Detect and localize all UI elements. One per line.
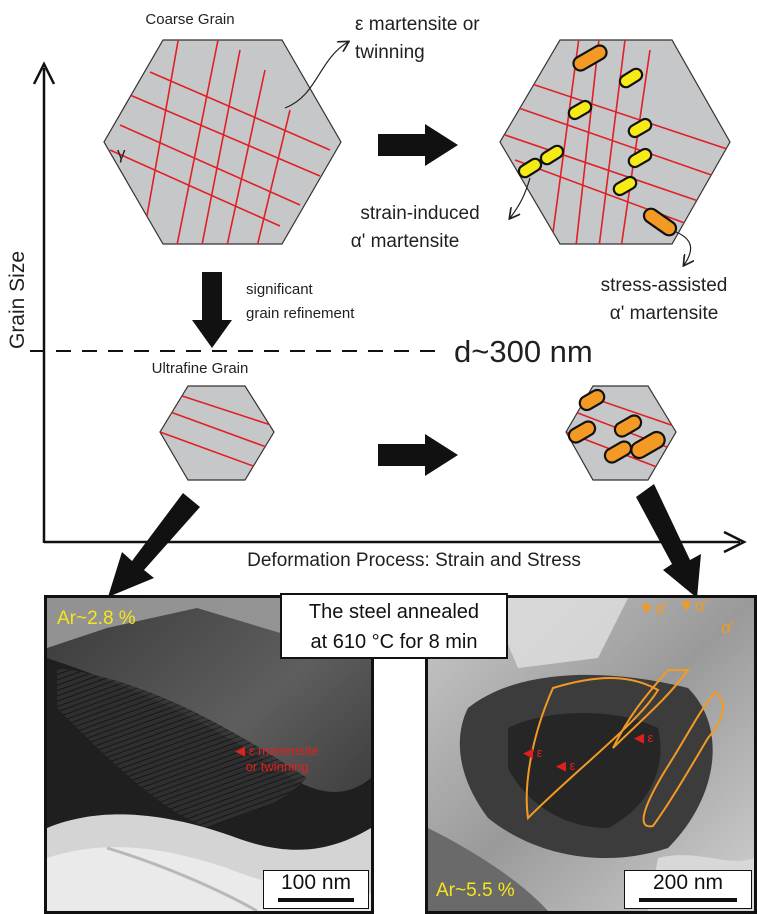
eps-martensite-label-1: ε martensite or [355,14,480,35]
scale-bar-right-line [639,898,737,902]
ar-label-left: Ar~2.8 % [57,608,136,629]
coarse-grain-label: Coarse Grain [145,11,234,28]
scale-bar-right-label: 200 nm [652,871,724,894]
threshold-label: d~300 nm [454,334,593,369]
eps-marker-2: ◀ ε [523,745,543,760]
stress-assisted-pointer [675,231,691,265]
eps-martensite-pointer [284,42,348,109]
strain-induced-label-1: strain-induced [360,203,479,224]
eps-martensite-note: ◀ ε martensite or twinning [212,743,342,774]
tem-image-right: ▼α' ▼α' α' ◀ ε ◀ ε ◀ ε Ar~5.5 % 200 nm [425,595,757,914]
coarse-grain-deformed: strain-induced α' martensite stress-assi… [351,39,731,324]
eps-martensite-label-2: twinning [355,42,425,63]
coarse-grain-twin-lines [109,40,331,244]
annealing-note-line1: The steel annealed [308,601,480,623]
scale-bar-left: 100 nm [263,870,369,909]
eps-martensite-note-2: or twinning [245,759,309,774]
eps-martensite-marker: ◀ [235,743,249,758]
eps-martensite-note-1: ε martensite [248,743,319,758]
stress-assisted-martensite-plates [572,44,678,237]
transition-arrow-bottom [378,434,458,476]
coarse-grain: Coarse Grain γ ε martensite or twinning [103,11,480,245]
y-axis-arrowhead [32,61,56,85]
pointer-arrow-left [108,493,200,597]
stress-assisted-label-1: stress-assisted [601,275,728,296]
strain-induced-martensite-plates [517,67,653,197]
y-axis-label: Grain Size [6,251,29,349]
strain-induced-label-2: α' martensite [351,231,460,252]
ultrafine-grain-deformed [565,385,677,481]
scale-bar-right: 200 nm [624,870,752,909]
ar-label-right: Ar~5.5 % [436,880,515,901]
strain-induced-pointer [510,177,531,218]
transition-arrow-top [378,124,458,166]
ultrafine-grain-label: Ultrafine Grain [152,360,249,377]
grain-refinement-arrow [192,272,232,348]
alpha-label-2: ▼α' [678,596,708,615]
gamma-label: γ [117,144,126,163]
eps-marker-1: ◀ ε [634,730,654,745]
annealing-note: The steel annealed at 610 °C for 8 min [280,593,508,659]
alpha-label-1: ▼α' [638,599,668,618]
ufg-stress-assisted-plates [567,388,666,464]
pointer-arrow-right [636,484,701,598]
stress-assisted-label-2: α' martensite [610,303,719,324]
x-axis-arrowhead [723,530,747,554]
alpha-label-3: α' [721,618,735,637]
ultrafine-grain-hexagon [159,385,275,481]
scale-bar-left-line [278,898,354,902]
scale-bar-left-label: 100 nm [280,871,352,894]
ultrafine-grain: Ultrafine Grain [152,360,275,481]
refinement-label-2: grain refinement [246,305,355,322]
annealing-note-line2: at 610 °C for 8 min [310,631,478,653]
x-axis-label: Deformation Process: Strain and Stress [247,550,581,571]
tem-image-left: Ar~2.8 % ◀ ε martensite or twinning 100 … [44,595,374,914]
eps-marker-3: ◀ ε [556,758,576,773]
refinement-label-1: significant [246,281,314,298]
